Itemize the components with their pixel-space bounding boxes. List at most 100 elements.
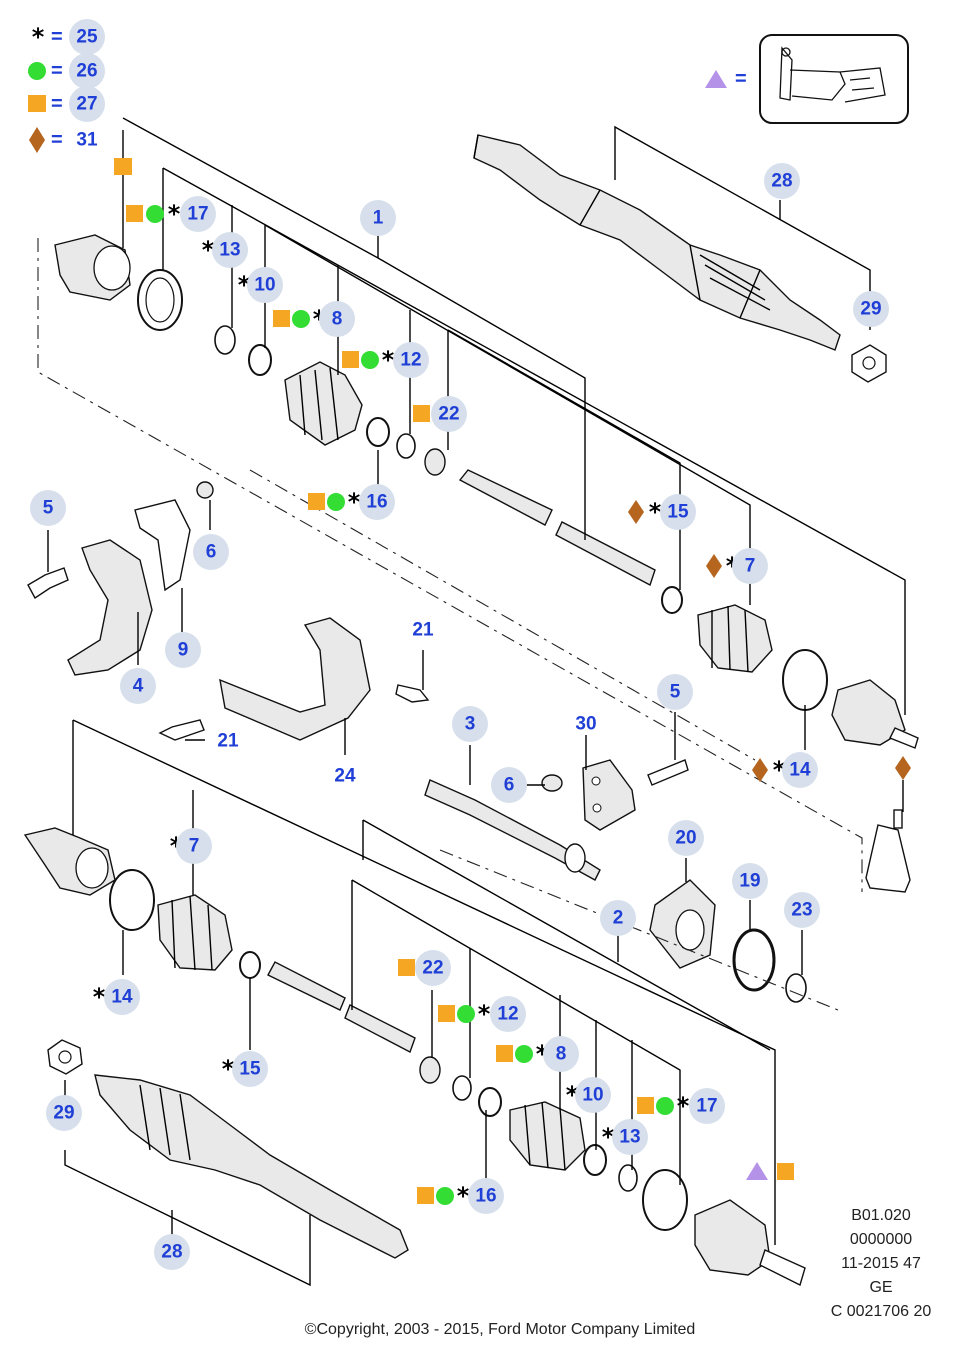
callout-10-upper: * 10 [238,267,283,303]
callout-10-lower: * 10 [566,1077,611,1113]
callout-22-upper: 22 [413,396,467,432]
star-marker: * [32,23,45,51]
nut-6-lower [541,774,563,792]
boot-8-lower [509,1101,586,1171]
clamp-17-lower [642,1169,688,1231]
callout-12-lower: * 12 [438,996,526,1032]
svg-text:6: 6 [504,775,515,796]
circlip-12-lower [452,1075,472,1101]
callout-28-lower: 28 [154,1234,190,1270]
callout-5-left: 5 [30,490,66,526]
callout-28-upper: 28 [764,163,800,199]
legend-diamond-value: 31 [76,130,98,151]
svg-text:*: * [649,498,662,526]
svg-text:10: 10 [254,275,275,296]
svg-text:15: 15 [239,1059,261,1080]
circlip-12-upper [396,433,416,459]
svg-text:5: 5 [670,682,681,703]
legend-star-value: 25 [76,27,98,48]
circlip-13-upper [214,325,236,355]
svg-text:16: 16 [366,492,387,513]
callout-16-upper: * 16 [308,484,395,520]
bolt-5-lower [647,759,689,786]
callout-29-lower: 29 [46,1095,82,1131]
svg-text:16: 16 [475,1186,496,1207]
svg-text:17: 17 [696,1096,717,1117]
inner-joint-upper [831,679,919,749]
callout-2: 2 [600,900,636,936]
svg-text:C 0021706 20: C 0021706 20 [831,1303,932,1320]
reference-block: B01.020 0000000 11-2015 47 GE C 0021706 … [831,1207,932,1320]
svg-text:2: 2 [613,908,624,929]
clamp-14-upper [782,649,828,711]
circlip-10-upper [248,344,272,376]
inset-tool-box [759,34,909,124]
diamond-marker-tube [895,756,911,780]
bolt-21-right [395,684,430,703]
svg-text:=: = [51,60,63,82]
callout-14-upper: * 14 [752,752,818,788]
callout-1: 1 [360,200,396,236]
svg-text:14: 14 [111,987,133,1008]
svg-text:21: 21 [412,620,434,641]
svg-text:=: = [51,26,63,48]
outer-joint-upper [54,234,131,301]
svg-text:GE: GE [869,1279,892,1296]
svg-text:=: = [735,68,747,90]
inner-joint-lower [694,1199,806,1287]
callout-14-lower: * 14 [93,979,140,1015]
grease-tube [865,809,911,893]
callout-15-upper: * 15 [628,494,696,530]
boot-7-lower [157,894,233,971]
callout-12-upper: * 12 [342,342,429,378]
svg-text:11-2015 47: 11-2015 47 [841,1255,921,1272]
svg-text:*: * [348,488,361,516]
callout-7-lower: * 7 [170,828,212,864]
svg-text:22: 22 [422,958,443,979]
svg-text:28: 28 [771,171,792,192]
bolt-5 [27,567,69,600]
legend-circle-value: 26 [76,61,97,82]
svg-text:*: * [478,1000,491,1028]
callout-8-upper: * 8 [273,301,355,337]
svg-text:0000000: 0000000 [850,1231,912,1248]
boot-7-upper [697,604,773,673]
svg-text:=: = [51,93,63,115]
callout-15-lower: * 15 [222,1051,268,1087]
svg-text:*: * [457,1182,470,1210]
circle-marker [28,62,46,80]
callout-24: 24 [334,766,356,787]
boot-8-upper [284,361,363,446]
clamp-16-upper [366,417,390,447]
svg-text:7: 7 [189,836,200,857]
callout-21-right: 21 [412,620,434,641]
circlip-10-lower [583,1144,607,1176]
bearing-housing-20 [649,879,716,969]
svg-text:29: 29 [53,1103,74,1124]
svg-text:5: 5 [43,498,54,519]
shaft-1 [458,469,656,587]
diamond-marker [29,127,45,153]
svg-text:19: 19 [739,871,760,892]
callout-21-left: 21 [217,731,239,752]
callout-29-upper: 29 [853,291,889,327]
svg-text:*: * [93,983,106,1011]
svg-text:15: 15 [667,502,689,523]
nut-29-lower [47,1039,83,1075]
ring-22-lower [419,1056,441,1084]
callout-22-lower: 22 [398,950,451,986]
svg-text:*: * [677,1092,690,1120]
svg-text:13: 13 [619,1127,640,1148]
callout-8-lower: * 8 [496,1036,579,1072]
triangle-marker [705,70,727,88]
svg-text:3: 3 [465,714,476,735]
callout-4: 4 [120,668,156,704]
svg-text:6: 6 [206,542,217,563]
callout-17-upper: * 17 [126,196,216,232]
svg-text:*: * [202,236,215,264]
callout-16-lower: * 16 [417,1178,504,1214]
svg-text:12: 12 [400,350,421,371]
svg-text:4: 4 [133,676,144,697]
shaft-2 [267,961,416,1053]
